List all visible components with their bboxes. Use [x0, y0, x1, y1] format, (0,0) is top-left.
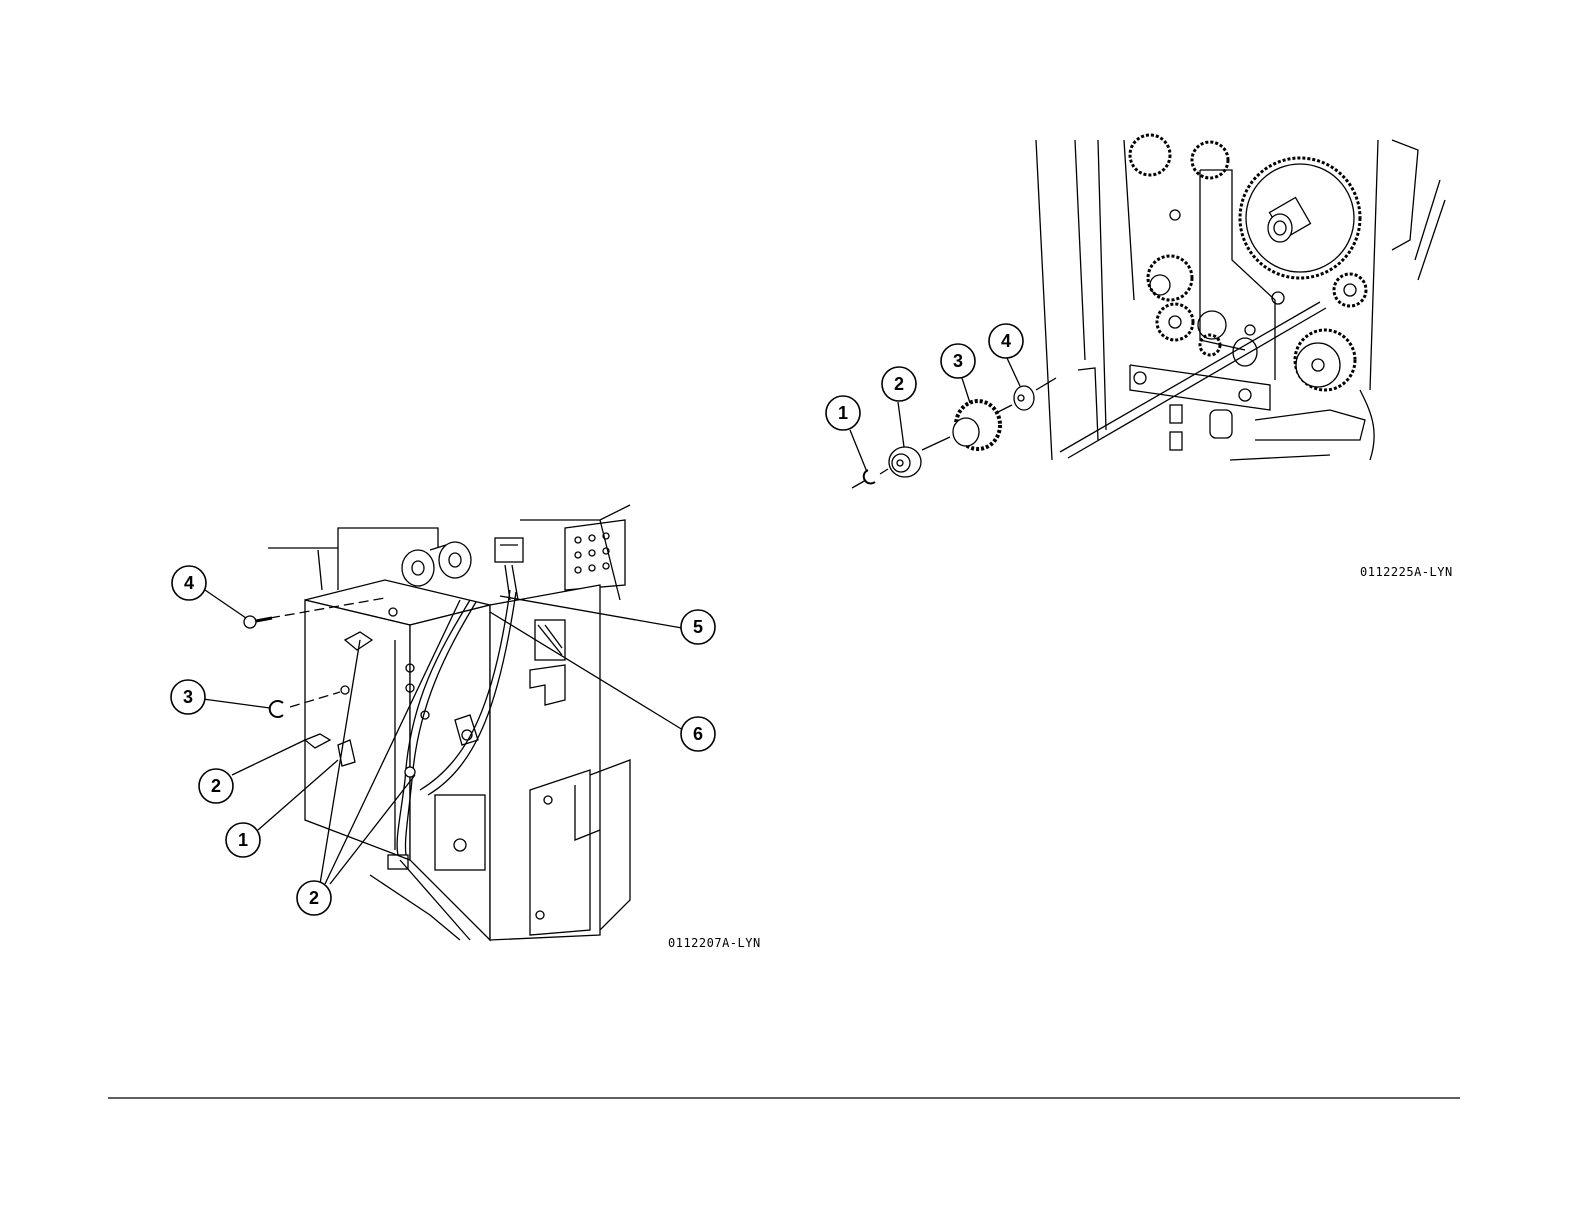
exploded-bearing — [889, 447, 921, 477]
callout-number: 2 — [211, 776, 221, 796]
callout-number: 4 — [1001, 331, 1011, 351]
upper-gears — [1130, 135, 1366, 306]
callout-bubble: 6 — [681, 717, 715, 751]
callout-bubble: 2 — [199, 769, 233, 803]
lower-bracket — [1130, 365, 1374, 460]
callout-number: 5 — [693, 617, 703, 637]
callout-bubble: 4 — [172, 566, 206, 600]
callout-number: 6 — [693, 724, 703, 744]
callout-number: 1 — [838, 403, 848, 423]
figure-id-label: 0112207A-LYN — [668, 936, 761, 950]
callout-bubble: 3 — [941, 344, 975, 378]
right-panel — [1370, 140, 1445, 390]
drive-rollers — [402, 542, 471, 586]
callout-number: 2 — [894, 374, 904, 394]
bracket-assembly — [305, 580, 490, 940]
callout-bubble: 2 — [882, 367, 916, 401]
callout-bubble: 4 — [989, 324, 1023, 358]
gear-plate — [1170, 170, 1284, 380]
large-gear — [1240, 158, 1360, 278]
callout-bubble: 1 — [226, 823, 260, 857]
exploded-bushing — [1014, 386, 1034, 410]
drive-motor — [1295, 330, 1355, 390]
sensor-block — [495, 538, 523, 600]
callout-number: 1 — [238, 830, 248, 850]
leader-lines-right — [850, 358, 1020, 472]
callout-bubble: 5 — [681, 610, 715, 644]
callout-bubble: 1 — [826, 396, 860, 430]
perforated-panel — [565, 520, 625, 590]
exploded-e-ring — [864, 470, 875, 483]
exploded-gear — [953, 401, 1000, 449]
callout-number: 3 — [183, 687, 193, 707]
figure-right — [850, 135, 1445, 488]
side-plate — [490, 585, 630, 940]
callout-number: 4 — [184, 573, 194, 593]
callout-number: 3 — [953, 351, 963, 371]
callouts-right: 1 2 3 4 — [826, 324, 1023, 430]
callout-bubble: 3 — [171, 680, 205, 714]
callout-bubble: 2 — [297, 881, 331, 915]
shaft — [1060, 302, 1326, 458]
frame-rails — [1036, 140, 1134, 460]
callout-number: 2 — [309, 888, 319, 908]
figure-left — [203, 505, 683, 940]
figure-id-label: 0112225A-LYN — [1360, 565, 1453, 579]
